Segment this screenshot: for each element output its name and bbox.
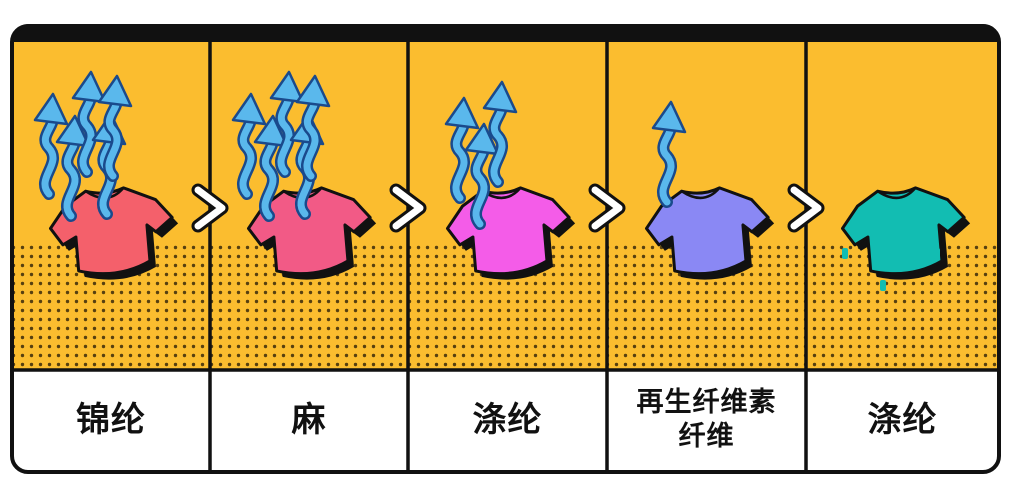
water-droplet-icon <box>934 248 940 259</box>
panel-illustration <box>644 100 775 280</box>
vapor-arrow-icon <box>231 92 267 200</box>
chevron-right-icon <box>787 183 825 233</box>
label-strip <box>12 370 999 472</box>
illustrations <box>33 70 971 291</box>
shirt-icon <box>840 186 966 276</box>
panel-label-cell: 再生纤维素 纤维 <box>607 370 806 470</box>
panel-label-nylon: 锦纶 <box>76 399 146 440</box>
top-bar <box>14 24 998 42</box>
panel-illustration <box>444 80 576 280</box>
vapor-arrow-icon <box>55 114 91 222</box>
shirt-collar <box>876 187 917 200</box>
shirt-icon <box>644 186 770 276</box>
vapor-arrow-icon <box>33 92 69 200</box>
outer-border <box>10 24 1001 474</box>
vapor-arrow-icon <box>253 114 289 222</box>
panel-label-cell: 涤纶 <box>806 370 999 470</box>
chevron-right-icon <box>191 183 229 233</box>
vapor-arrow-icon <box>444 96 480 204</box>
panel-label-cell: 锦纶 <box>12 370 210 470</box>
panel-label-polyester: 涤纶 <box>472 399 543 440</box>
chevron-right-icon <box>588 183 626 233</box>
water-droplet-icon <box>842 248 848 259</box>
vapor-arrow-icon <box>269 70 305 178</box>
vapor-arrow-icon <box>651 100 687 208</box>
vapor-arrow-icon <box>464 122 500 230</box>
panel-label-regenerated-cellulose: 再生纤维素 纤维 <box>636 387 777 452</box>
chevron-right-icon <box>389 183 427 233</box>
panel-label-hemp: 麻 <box>291 399 327 440</box>
panel-illustration <box>840 186 971 291</box>
panel-illustration <box>33 70 179 280</box>
vapor-arrow-icon <box>482 80 518 188</box>
panel-label-cell: 麻 <box>210 370 408 470</box>
panel-illustration <box>231 70 377 280</box>
water-droplet-icon <box>880 280 886 291</box>
chevrons <box>191 183 825 233</box>
vapor-arrow-icon <box>295 74 331 182</box>
panel-label-polyester-2: 涤纶 <box>867 399 938 440</box>
vapor-arrow-icon <box>97 74 133 182</box>
vapor-arrow-icon <box>71 70 107 178</box>
shirt-collar <box>680 187 721 200</box>
panel-label-cell: 涤纶 <box>408 370 607 470</box>
